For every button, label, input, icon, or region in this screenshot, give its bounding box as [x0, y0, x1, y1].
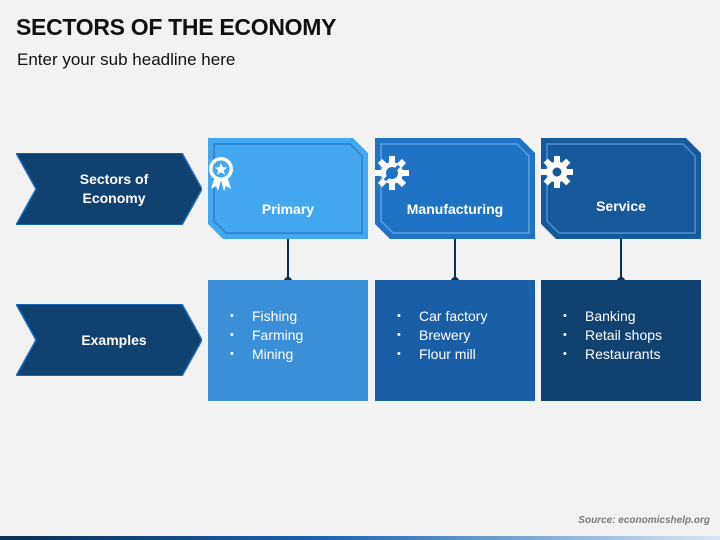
- examples-box-manufacturing: Car factory Brewery Flour mill: [375, 280, 535, 401]
- sector-label-primary: Primary: [261, 201, 315, 217]
- examples-row-label: Examples: [81, 331, 147, 348]
- sectors-row-label: Sectors of Economy: [79, 171, 149, 206]
- list-item: Brewery: [397, 326, 487, 345]
- list-item: Restaurants: [563, 345, 662, 364]
- examples-list-service: Banking Retail shops Restaurants: [563, 307, 662, 364]
- connector-line-primary: [287, 239, 289, 281]
- connector-line-service: [620, 239, 622, 281]
- examples-box-service: Banking Retail shops Restaurants: [541, 280, 701, 401]
- footer-gradient-bar: [0, 536, 720, 540]
- page-subtitle: Enter your sub headline here: [17, 50, 236, 69]
- list-item: Banking: [563, 307, 662, 326]
- sector-card-primary: Primary: [208, 138, 368, 239]
- sector-card-service: Service: [541, 138, 701, 239]
- connector-line-manufacturing: [454, 239, 456, 281]
- list-item: Car factory: [397, 307, 487, 326]
- sector-card-manufacturing: Manufacturing: [375, 138, 535, 239]
- list-item: Farming: [230, 326, 303, 345]
- source-credit: Source: economicshelp.org: [578, 515, 710, 526]
- gear-wrench-icon: [375, 156, 535, 192]
- examples-list-manufacturing: Car factory Brewery Flour mill: [397, 307, 487, 364]
- list-item: Flour mill: [397, 345, 487, 364]
- gear-icon: [541, 156, 701, 192]
- sector-label-manufacturing: Manufacturing: [406, 201, 504, 217]
- examples-list-primary: Fishing Farming Mining: [230, 307, 303, 364]
- examples-box-primary: Fishing Farming Mining: [208, 280, 368, 401]
- sector-label-service: Service: [596, 198, 646, 214]
- page-title: SECTORS OF THE ECONOMY: [16, 14, 337, 40]
- list-item: Mining: [230, 345, 303, 364]
- list-item: Fishing: [230, 307, 303, 326]
- award-ribbon-icon: [208, 156, 368, 192]
- sectors-row-arrow: Sectors of Economy: [16, 153, 202, 225]
- list-item: Retail shops: [563, 326, 662, 345]
- examples-row-arrow: Examples: [16, 304, 202, 376]
